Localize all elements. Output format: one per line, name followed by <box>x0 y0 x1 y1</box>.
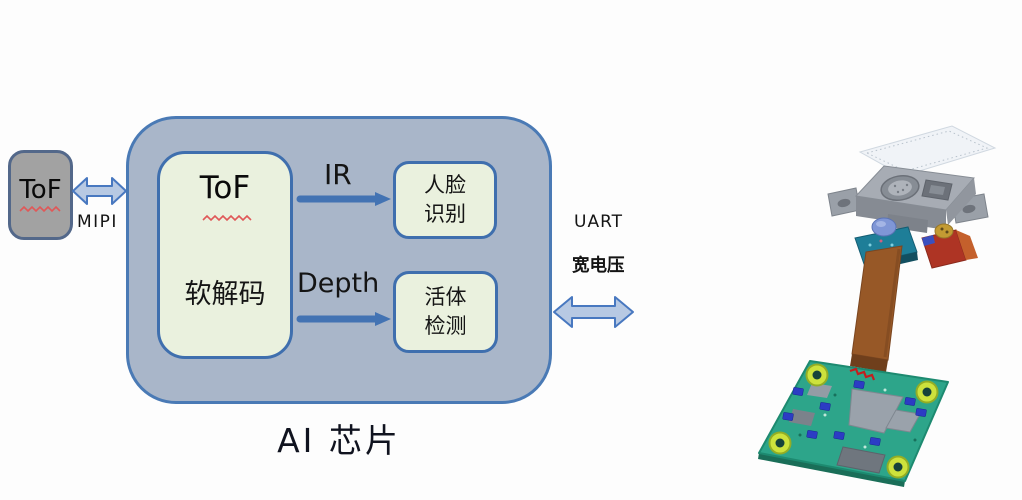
depth-flow-arrow <box>296 312 391 326</box>
diffuser-plate <box>858 125 997 177</box>
tof-sensor-label: ToF <box>19 175 62 205</box>
spellcheck-squiggle-icon <box>18 205 61 213</box>
ir-label: IR <box>324 158 352 191</box>
uart-label: UART <box>574 212 624 232</box>
ai-chip-caption: AI 芯片 <box>277 421 401 460</box>
tof-decoder-box: ToF 软解码 <box>157 151 293 359</box>
emitter-dome <box>934 223 954 239</box>
liveness-detection-label-line2: 检测 <box>424 314 467 339</box>
face-recognition-box: 人脸 识别 <box>393 161 497 239</box>
tof-decoder-label: ToF <box>199 170 251 206</box>
uart-bidirectional-arrow <box>553 296 634 328</box>
ir-flow-arrow <box>296 192 391 206</box>
depth-label: Depth <box>297 268 380 299</box>
soft-decode-label: 软解码 <box>184 279 266 310</box>
face-recognition-label-line2: 识别 <box>424 201 466 226</box>
metal-bracket <box>827 165 989 233</box>
red-silkscreen-marking <box>849 367 876 381</box>
blue-capacitors <box>782 380 927 446</box>
mipi-bidirectional-arrow <box>72 177 127 205</box>
tof-sensor-box: ToF <box>8 150 73 240</box>
tof-module-3d-render <box>758 125 997 487</box>
wide-voltage-label: 宽电压 <box>572 256 625 276</box>
face-recognition-label-line1: 人脸 <box>424 173 466 198</box>
mounting-holes <box>768 363 939 479</box>
flex-cable <box>850 245 903 372</box>
sensor-pcb <box>758 360 949 487</box>
blue-lens-dome <box>871 217 897 237</box>
liveness-detection-label-line1: 活体 <box>424 284 467 309</box>
spellcheck-squiggle-icon <box>202 214 252 222</box>
liveness-detection-box: 活体 检测 <box>393 271 498 353</box>
mipi-label: MIPI <box>77 212 118 232</box>
